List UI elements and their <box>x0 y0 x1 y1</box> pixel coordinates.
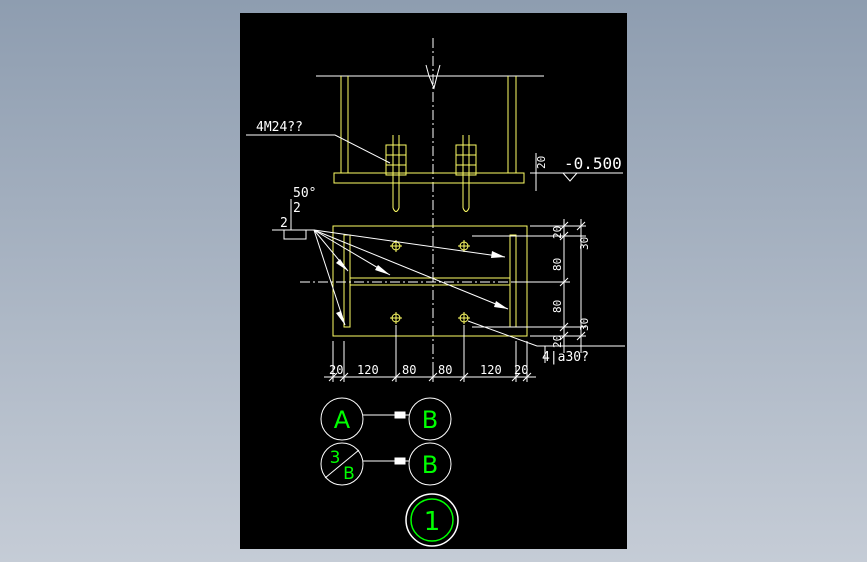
weld-symbol <box>272 199 314 240</box>
elev-dim-text: 20 <box>535 156 548 169</box>
dim-bottom-5: 120 <box>480 363 502 377</box>
base-plate <box>333 172 525 184</box>
hole-note-leader <box>467 320 625 347</box>
connection-1-right: B <box>422 406 438 434</box>
break-mark <box>425 64 441 90</box>
dim-right-1: 20 <box>551 226 564 239</box>
detail-number: 1 <box>424 507 441 537</box>
anchor-bolt-label: 4M24?? <box>256 120 303 135</box>
detail-number-outer <box>405 493 459 547</box>
connection-row-2 <box>320 442 452 486</box>
dim-bottom-2: 120 <box>357 363 379 377</box>
bottom-dim-lines <box>324 325 536 382</box>
elevation-triangle <box>562 172 578 182</box>
right-dim-lines <box>472 219 586 353</box>
detail-drawing: 4M24?? -0.500 20 50° 2 2 <box>246 38 625 547</box>
dim-right-2: 80 <box>551 258 564 271</box>
dim-bottom-3: 80 <box>402 363 416 377</box>
connection-2-left-bottom: B <box>343 464 355 484</box>
weld-size-left: 2 <box>280 216 288 231</box>
dim-right-inner-1: 30 <box>578 237 591 250</box>
dim-bottom-1: 20 <box>329 363 343 377</box>
anchor-bolt-left <box>385 135 407 212</box>
anchor-bolt-right <box>455 135 477 212</box>
connection-1-left: A <box>334 406 351 434</box>
connection-2-left-top: 3 <box>330 448 341 468</box>
plan-base-plate <box>332 225 528 337</box>
bolt-holes <box>390 240 470 324</box>
weld-angle-label: 50° <box>293 186 316 201</box>
weld-arrowheads <box>336 251 508 325</box>
dim-right-inner-2: 30 <box>578 318 591 331</box>
detail-number-inner <box>410 498 454 542</box>
connection-row-1 <box>320 397 452 441</box>
elevation-label: -0.500 <box>564 154 622 173</box>
weld-size-top: 2 <box>293 201 301 216</box>
connection-2-right: B <box>422 451 438 479</box>
plan-flange-right <box>509 234 517 328</box>
anchor-bolt-leader <box>246 134 391 164</box>
dim-bottom-4: 80 <box>438 363 452 377</box>
dim-right-3: 80 <box>551 300 564 313</box>
hole-note-label: 4|a30? <box>542 350 589 365</box>
dim-bottom-6: 20 <box>514 363 528 377</box>
dim-right-4: 20 <box>551 335 564 348</box>
drawing-canvas: 4M24?? -0.500 20 50° 2 2 <box>240 13 627 549</box>
